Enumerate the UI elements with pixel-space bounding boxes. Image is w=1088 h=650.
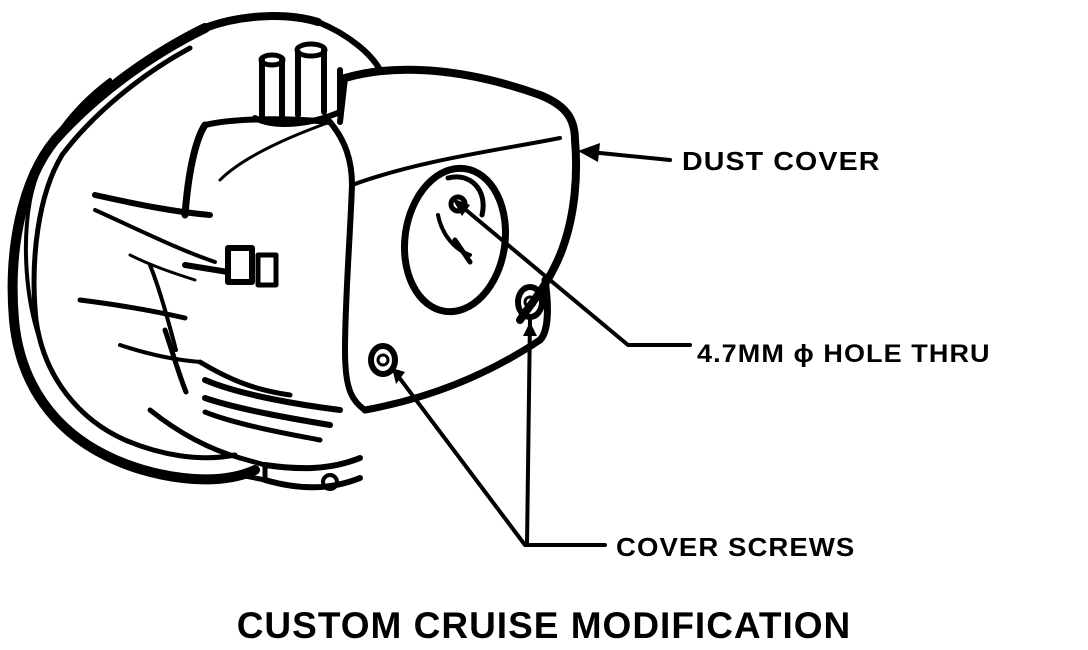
dust-cover-shape <box>181 65 581 414</box>
figure-title: CUSTOM CRUISE MODIFICATION <box>236 605 852 646</box>
arrowhead-dust-cover <box>578 143 600 162</box>
vacuum-nipples <box>252 41 343 127</box>
arrowhead-screw-right <box>523 322 537 336</box>
electrical-connector <box>182 245 279 288</box>
leader-cover-screws <box>393 316 607 547</box>
leader-dust-cover <box>588 150 672 162</box>
leader-hole-thru <box>458 203 692 347</box>
lower-bracket <box>202 377 363 491</box>
mounting-flange <box>7 12 383 485</box>
dust-cover-label: DUST COVER <box>682 146 881 176</box>
hole-thru-label: 4.7MM ϕ HOLE THRU <box>697 340 991 368</box>
screw-left <box>368 343 398 377</box>
arrowhead-screw-left <box>392 368 405 384</box>
cover-window <box>400 164 510 316</box>
servo-body <box>77 192 293 461</box>
cover-screws-label: COVER SCREWS <box>616 532 856 562</box>
arrowhead-hole-thru <box>452 198 470 216</box>
